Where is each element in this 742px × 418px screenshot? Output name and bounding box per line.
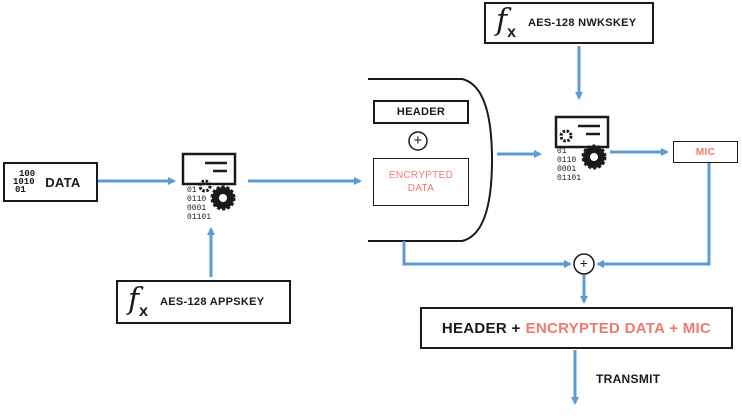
bits-line: 0001 bbox=[187, 204, 207, 213]
combine-plus: + bbox=[579, 255, 589, 271]
arrow-packet-to-combine bbox=[402, 241, 572, 268]
packet-header-label: HEADER bbox=[396, 106, 446, 118]
transmit-label: TRANSMIT bbox=[596, 372, 661, 386]
processor-icon-encrypt bbox=[181, 152, 237, 211]
processor-icon-mic bbox=[554, 115, 610, 170]
bits-line: 01101 bbox=[187, 213, 212, 222]
bits-line: 0110 bbox=[187, 195, 207, 204]
encrypted-label-line2: DATA bbox=[407, 183, 435, 194]
packet-encrypted-box: ENCRYPTED DATA bbox=[373, 158, 469, 206]
mic-label: MIC bbox=[695, 146, 716, 158]
data-label: DATA bbox=[45, 174, 81, 190]
data-bits-line: 1010 bbox=[13, 177, 35, 187]
bits-line: 0001 bbox=[557, 165, 577, 174]
bits-line: 01101 bbox=[557, 174, 582, 183]
encrypted-label-line1: ENCRYPTED bbox=[388, 170, 454, 181]
data-input-box: 100 1010 01 DATA bbox=[3, 162, 98, 202]
data-bits: 100 1010 01 bbox=[13, 169, 36, 195]
function-icon: fx bbox=[496, 2, 517, 41]
nwkskey-box: fx AES-128 NWKSKEY bbox=[484, 2, 654, 44]
output-encrypted-label: ENCRYPTED DATA + MIC bbox=[525, 319, 712, 337]
data-bits-line: 01 bbox=[15, 185, 26, 195]
bits-line: 01 bbox=[187, 186, 197, 195]
data-bits-line: 100 bbox=[19, 169, 36, 179]
function-icon: fx bbox=[128, 281, 149, 320]
packet-container bbox=[368, 78, 494, 242]
arrow-mic-to-combine bbox=[596, 163, 711, 268]
appskey-box: fx AES-128 APPSKEY bbox=[116, 280, 291, 324]
mic-box: MIC bbox=[673, 141, 738, 163]
output-header-label: HEADER + bbox=[441, 319, 521, 337]
bits-line: 01 bbox=[557, 147, 567, 156]
packet-plus: + bbox=[413, 132, 423, 149]
packet-plus-circle bbox=[408, 131, 428, 151]
output-frame-box: HEADER + ENCRYPTED DATA + MIC bbox=[420, 307, 733, 349]
combine-circle bbox=[573, 253, 595, 275]
packet-header-box: HEADER bbox=[373, 100, 469, 124]
appskey-label: AES-128 APPSKEY bbox=[160, 296, 265, 308]
nwkskey-label: AES-128 NWKSKEY bbox=[528, 17, 637, 29]
encrypt-bits: 01 0110 0001 01101 bbox=[187, 186, 211, 222]
bits-line: 0110 bbox=[557, 156, 577, 165]
mic-calc-bits: 01 0110 0001 01101 bbox=[557, 147, 581, 183]
